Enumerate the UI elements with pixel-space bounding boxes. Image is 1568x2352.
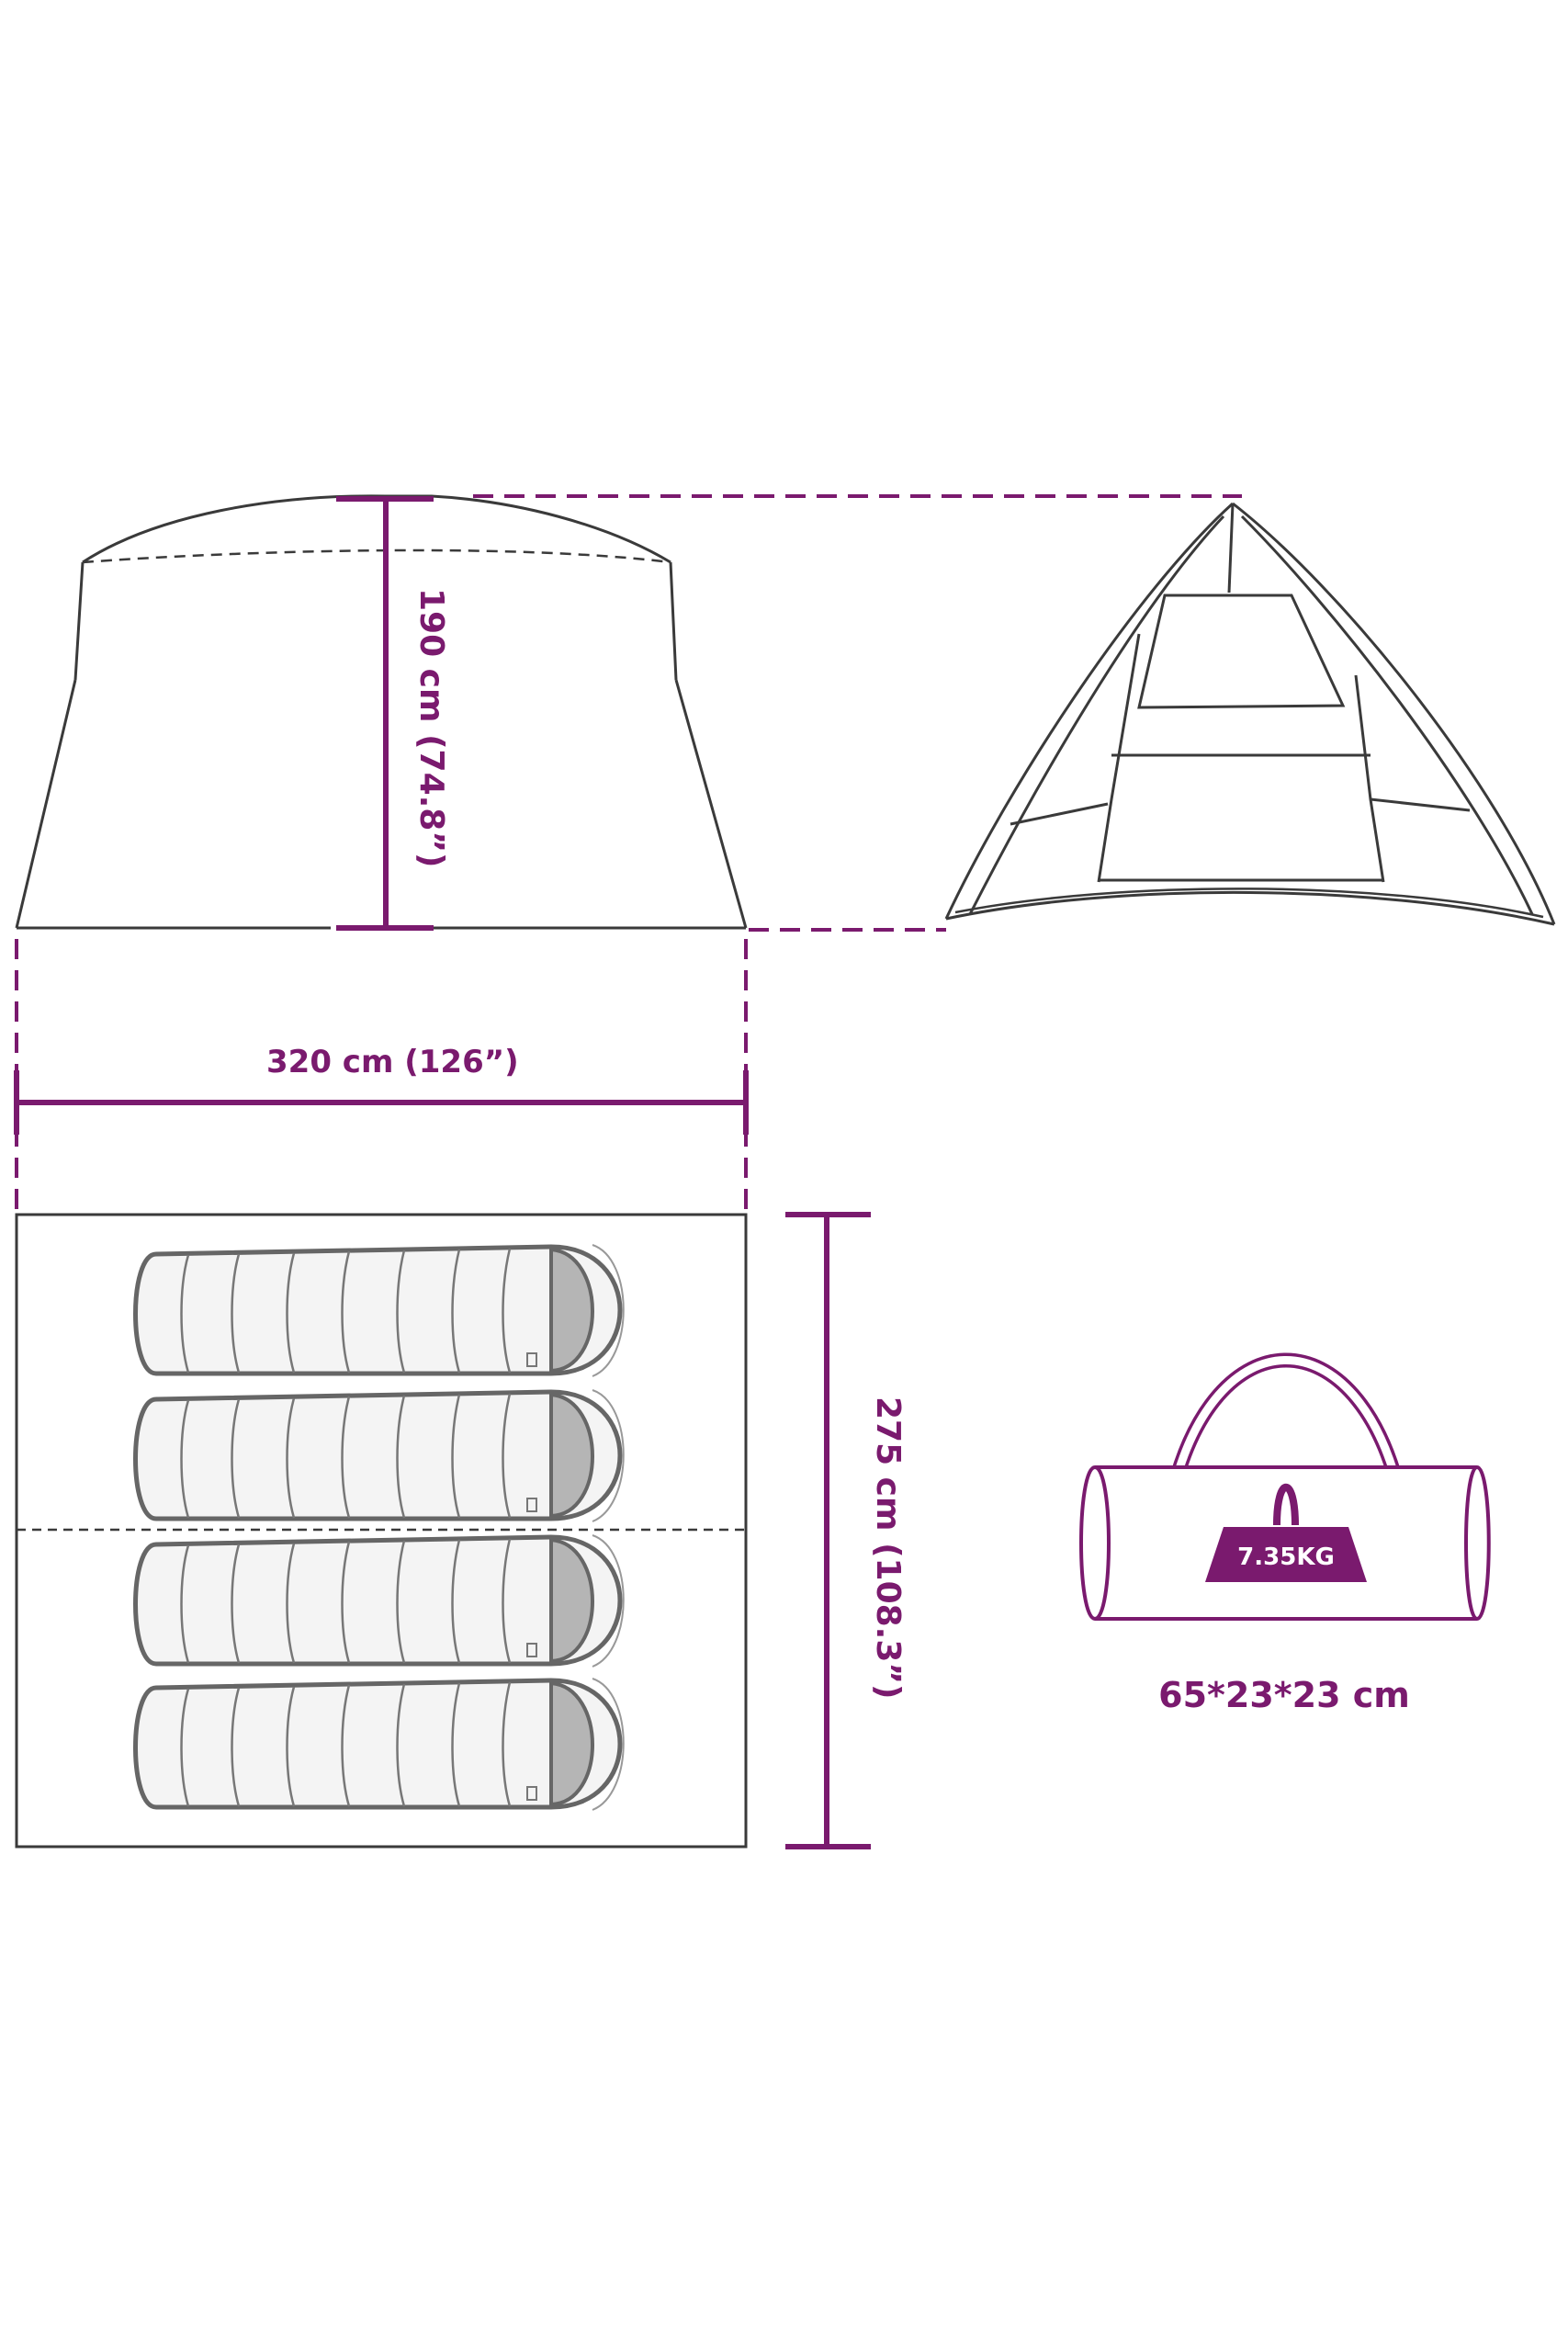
height-dimension: 190 cm (74.8”) bbox=[336, 494, 1242, 932]
sleeping-bag-icon bbox=[133, 1534, 625, 1668]
weight-label: 7.35KG bbox=[1237, 1544, 1335, 1571]
tent-floor-plan bbox=[15, 1213, 748, 1849]
depth-label: 275 cm (108.3”) bbox=[869, 1396, 907, 1700]
bag-size-label: 65*23*23 cm bbox=[1158, 1675, 1410, 1715]
weight-icon: 7.35KG bbox=[1205, 1483, 1367, 1582]
sleeping-bag-icon bbox=[133, 1389, 625, 1522]
tent-front-view-icon bbox=[944, 502, 1556, 926]
sleeping-bag-icon bbox=[133, 1244, 625, 1377]
depth-dimension: 275 cm (108.3”) bbox=[785, 1212, 907, 1849]
sleeping-bag-icon bbox=[133, 1678, 625, 1811]
width-label: 320 cm (126”) bbox=[266, 1044, 519, 1080]
width-dimension: 320 cm (126”) bbox=[14, 939, 749, 1217]
height-label: 190 cm (74.8”) bbox=[412, 588, 450, 867]
tent-side-view-icon bbox=[15, 494, 748, 930]
